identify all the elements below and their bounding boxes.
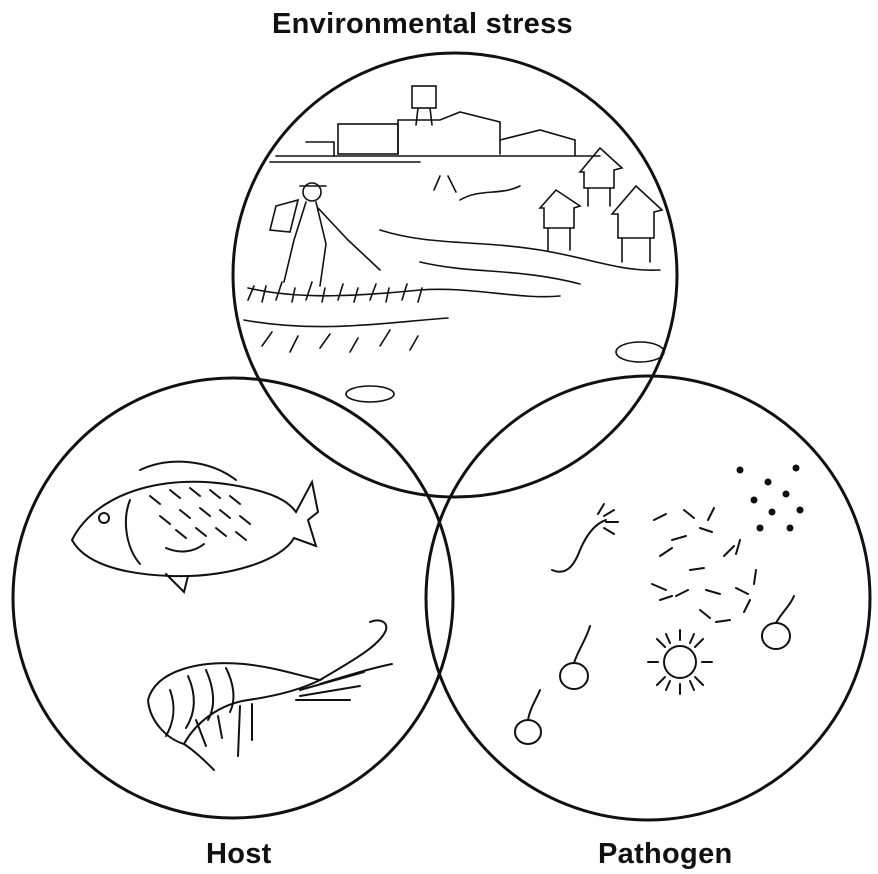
host-circle (13, 378, 453, 818)
pathogen-illustrations (515, 504, 794, 744)
pathogen-circle (426, 376, 870, 820)
fish-illustration (72, 462, 318, 592)
environment-circle (233, 53, 677, 497)
shrimp-illustration (148, 620, 392, 770)
cocci-dots (737, 465, 804, 532)
landscape-illustration (244, 86, 664, 402)
